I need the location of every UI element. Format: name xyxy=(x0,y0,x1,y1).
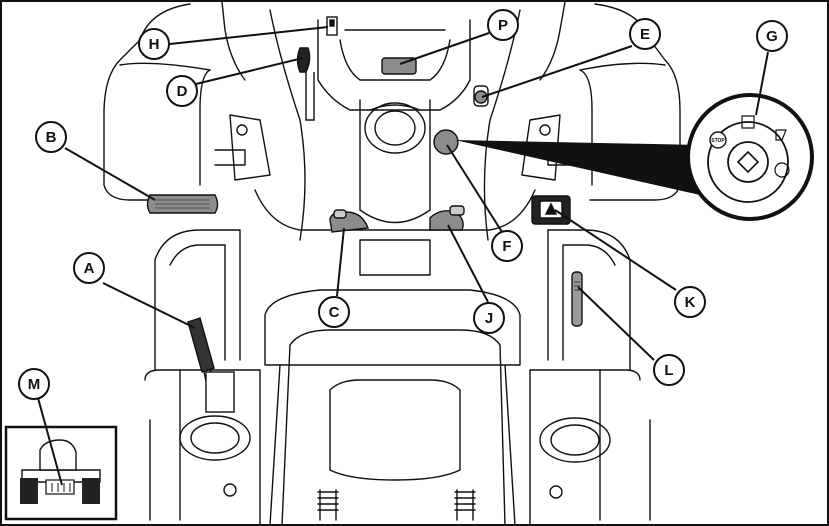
inset-right-wheel xyxy=(82,478,100,504)
key-slot-ring xyxy=(728,142,768,182)
j-pedal-cap xyxy=(450,206,464,215)
callout-l: L xyxy=(664,362,673,379)
callout-m: M xyxy=(28,376,41,393)
throttle-lever xyxy=(298,48,310,72)
callout-c: C xyxy=(329,304,340,321)
callout-h: H xyxy=(149,36,160,53)
e-knob xyxy=(475,91,487,103)
h-switch-toggle xyxy=(330,20,334,26)
callout-p: P xyxy=(498,17,508,34)
ignition-switch xyxy=(434,130,458,154)
callout-j: J xyxy=(485,310,493,327)
inset-left-wheel xyxy=(20,478,38,504)
callout-b: B xyxy=(46,129,57,146)
inset-seat xyxy=(40,440,76,470)
a-lever-gate xyxy=(206,372,234,412)
callout-k: K xyxy=(685,294,696,311)
callout-f: F xyxy=(502,238,511,255)
stop-label: STOP xyxy=(711,138,725,144)
callout-g: G xyxy=(766,28,778,45)
callout-a: A xyxy=(84,260,95,277)
callout-e: E xyxy=(640,26,650,43)
c-pedal-cap xyxy=(334,210,346,218)
callout-d: D xyxy=(177,83,188,100)
throttle-slot xyxy=(306,72,314,120)
inset-m xyxy=(6,427,116,519)
l-lever xyxy=(572,272,582,326)
